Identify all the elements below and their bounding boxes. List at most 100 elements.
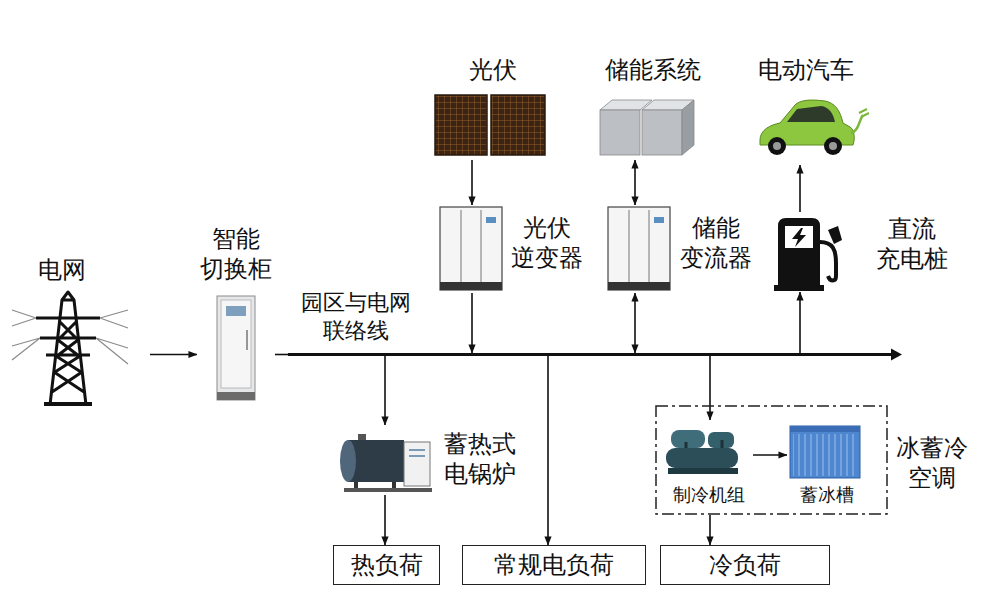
load-box: 常规电负荷 — [462, 545, 646, 585]
charging-pile — [785, 226, 813, 248]
node-label: 电网 — [22, 255, 102, 285]
connector-arrow — [799, 165, 801, 212]
storage-battery-icon — [642, 110, 682, 155]
electric-car — [829, 142, 837, 150]
node-label: 智能 切换柜 — [197, 224, 275, 284]
charging-pile — [774, 218, 842, 291]
connector-arrow — [384, 495, 386, 545]
ice-tank-node: 蓄冰槽 — [787, 420, 867, 512]
node-label: 热负荷 — [351, 550, 423, 580]
electric-car — [859, 109, 869, 117]
node-label: 储能 变流器 — [677, 213, 754, 273]
charging-pile — [778, 218, 820, 290]
connector-arrow — [634, 160, 636, 205]
grid-node: 电网 — [15, 255, 150, 410]
node-label: 光伏 逆变器 — [509, 213, 584, 273]
node-label: 蓄冰槽 — [787, 484, 867, 507]
dc-charger: 直流 充电桩 — [772, 212, 962, 292]
charging-pile — [820, 242, 836, 281]
switch-cabinet-icon — [246, 330, 248, 350]
chiller-unit — [668, 468, 738, 474]
chiller-unit — [666, 430, 738, 474]
bus-line: 园区与电网 联络线 — [288, 353, 892, 356]
chiller-node: 制冷机组 — [665, 420, 753, 512]
ice-tank — [790, 426, 860, 432]
heat-storage-boiler — [348, 440, 404, 482]
group-border-line — [656, 406, 887, 514]
node-label: 电动汽车 — [748, 55, 863, 85]
converter-cabinet — [608, 282, 670, 290]
storage-node: 储能系统 — [595, 55, 710, 160]
storage-converter: 储能 变流器 — [606, 205, 754, 293]
connector-arrow — [753, 454, 787, 456]
node-label: 储能系统 — [595, 55, 710, 85]
bus-arrowhead — [891, 349, 902, 361]
electric-car — [787, 106, 835, 122]
heat-storage-boiler — [392, 482, 396, 489]
switch-cabinet-icon — [221, 300, 251, 388]
heat-storage-boiler — [340, 434, 432, 492]
node-label: 直流 充电桩 — [866, 214, 958, 274]
node-label: 冷负荷 — [709, 550, 781, 580]
heat-storage-boiler — [404, 442, 430, 486]
pv-node: 光伏 — [430, 55, 555, 160]
connector-arrow — [275, 354, 288, 356]
chiller-unit — [671, 430, 705, 448]
converter-cabinet — [608, 207, 670, 290]
ice-tank — [790, 426, 860, 478]
chiller-unit — [686, 440, 722, 448]
connector-arrow — [471, 160, 473, 205]
switch-cabinet-icon — [226, 306, 246, 316]
node-label: 常规电负荷 — [494, 550, 614, 580]
pv-panels — [435, 95, 487, 155]
pv-panels — [435, 95, 545, 155]
heat-storage-boiler — [409, 450, 425, 456]
charging-pile — [828, 226, 842, 244]
ice-tank — [790, 426, 860, 478]
power-tower — [44, 402, 92, 406]
connector-arrow — [547, 356, 549, 545]
inverter-cabinet — [440, 282, 502, 290]
inverter-cabinet — [440, 207, 502, 290]
ice-storage-ac: 冰蓄冷 空调制冷机组 蓄冰槽 — [655, 405, 975, 515]
connector-arrow — [709, 356, 711, 420]
charging-pile — [774, 285, 824, 291]
electric-car — [760, 100, 869, 155]
inverter-cabinet — [461, 210, 481, 282]
pv-panels — [491, 95, 545, 155]
load-box: 热负荷 — [333, 545, 440, 585]
power-tower — [12, 292, 128, 406]
node-label: 制冷机组 — [665, 484, 753, 507]
pv-inverter: 光伏 逆变器 — [438, 205, 584, 293]
switch-cabinet-icon — [217, 392, 255, 400]
electric-car — [768, 137, 786, 155]
inverter-cabinet — [440, 207, 502, 290]
heat-storage-boiler — [344, 488, 432, 492]
storage-battery-icon — [600, 100, 694, 155]
charging-pile — [792, 228, 806, 247]
node-label: 光伏 — [430, 55, 555, 85]
connector-arrow — [799, 292, 801, 353]
connector-arrow — [150, 354, 197, 356]
connector-arrow — [471, 293, 473, 353]
node-label: 冰蓄冷 空调 — [893, 433, 971, 493]
chiller-unit — [666, 448, 738, 468]
connector-arrow — [384, 356, 386, 425]
inverter-cabinet — [486, 217, 496, 223]
heat-storage-boiler — [354, 482, 358, 489]
storage-battery-icon — [600, 110, 640, 155]
switch-cabinet-icon — [217, 296, 255, 400]
storage-battery-icon — [682, 100, 694, 155]
connector-arrow — [709, 515, 711, 545]
electric-car — [824, 137, 842, 155]
converter-cabinet — [654, 217, 664, 223]
load-box: 冷负荷 — [660, 545, 830, 585]
node-label: 园区与电网 联络线 — [288, 289, 424, 344]
electric-car — [773, 142, 781, 150]
switch-cabinet-icon — [217, 296, 255, 400]
converter-cabinet — [608, 207, 670, 290]
heat-storage-boiler — [340, 440, 356, 482]
